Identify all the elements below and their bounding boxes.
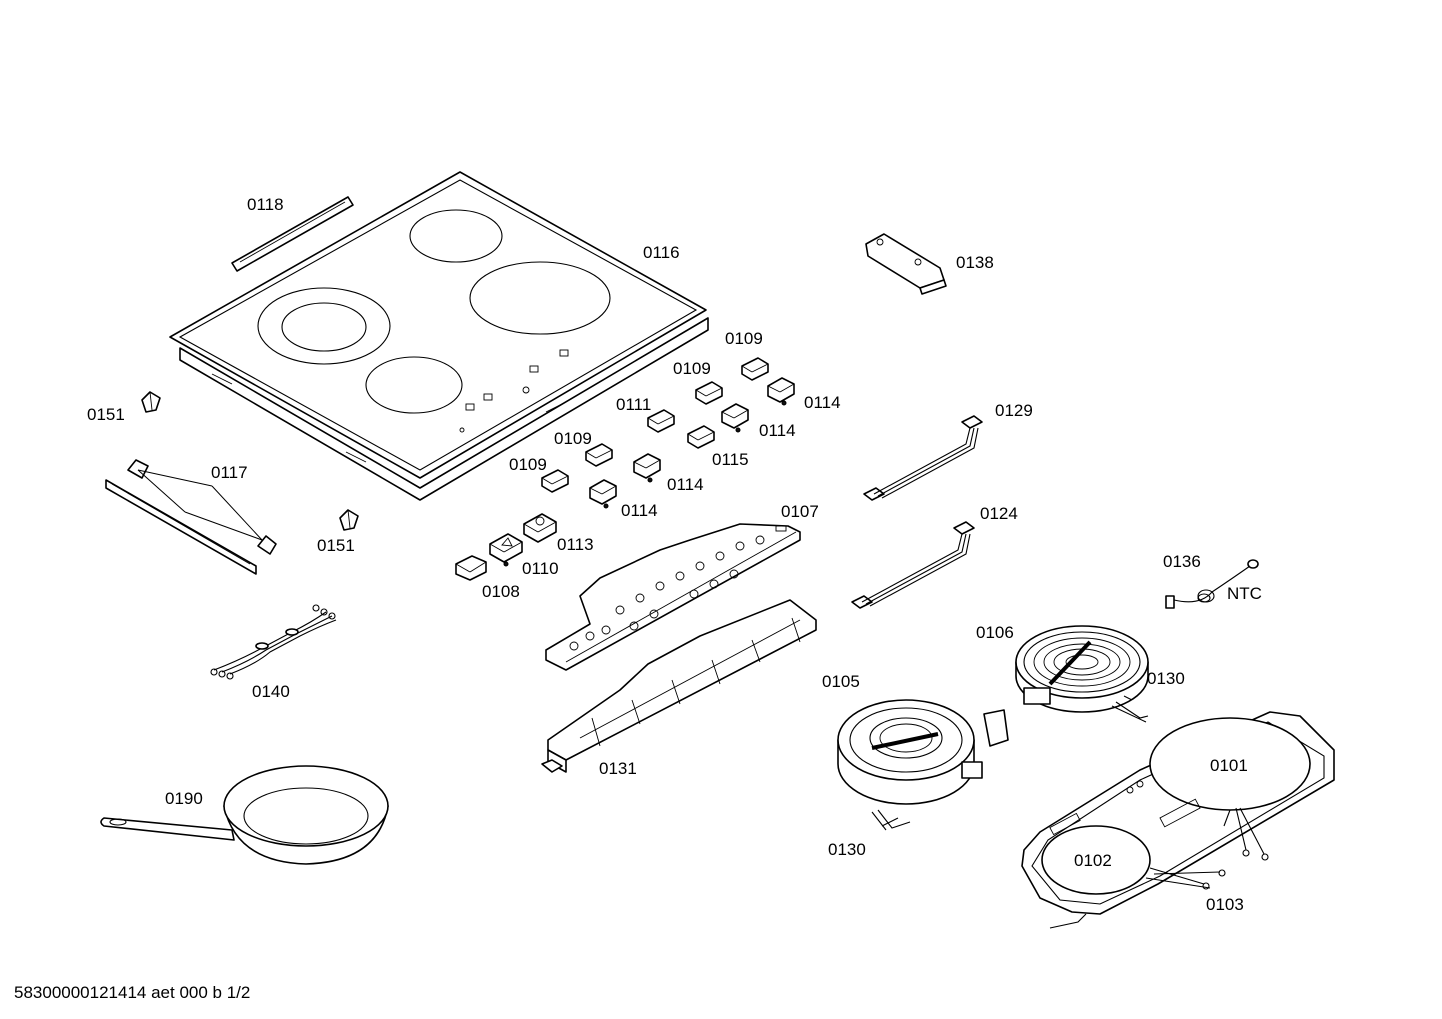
label-0103: 0103 [1206,895,1244,914]
label-0114: 0114 [804,393,841,412]
label-0136: 0136 [1163,552,1201,571]
part-0110-cap [489,533,523,567]
part-0115-cap [687,425,715,449]
part-0117-rail [105,459,277,575]
part-0111-cap [647,409,675,433]
part-0130-clip [1111,695,1149,723]
label-0118: 0118 [247,195,284,214]
part-0151-clip [141,391,161,413]
part-0109-cap [741,357,769,381]
label-0109: 0109 [509,455,547,474]
label-ntc: NTC [1227,584,1262,603]
label-0190: 0190 [165,789,203,808]
label-0116: 0116 [643,243,680,262]
label-0130: 0130 [828,840,866,859]
label-0130: 0130 [1147,669,1185,688]
part-0129-wire [863,415,983,501]
label-0105: 0105 [822,672,860,691]
label-0138: 0138 [956,253,994,272]
label-0115: 0115 [712,450,749,469]
label-0102: 0102 [1074,851,1112,870]
label-0131: 0131 [599,759,637,778]
label-0140: 0140 [252,682,290,701]
label-0151: 0151 [87,405,125,424]
part-0114-cap [721,403,749,433]
part-0101-base-tray [1021,711,1335,929]
label-0109: 0109 [673,359,711,378]
part-0114-cap [767,377,795,406]
label-0110: 0110 [522,559,559,578]
part-0140-cable [210,604,337,680]
label-0114: 0114 [621,501,658,520]
label-0109: 0109 [725,329,763,348]
part-0109-cap [541,469,569,493]
label-0124: 0124 [980,504,1018,523]
part-0151-clip [339,509,359,531]
part-0190-pan [100,765,389,865]
footer-document-id: 58300000121414 aet 000 b 1/2 [14,983,250,1002]
label-0111: 0111 [616,395,651,414]
label-0129: 0129 [995,401,1033,420]
part-0109-cap [585,443,613,467]
label-0109: 0109 [554,429,592,448]
part-0138-bracket [865,233,947,295]
label-0101: 0101 [1210,756,1248,775]
part-0131-housing [541,599,817,773]
part-0136-ntc-sensor [1165,559,1259,609]
part-0124-wire [851,521,975,609]
part-0130-clip [871,809,911,831]
label-0117: 0117 [211,463,248,482]
label-0114: 0114 [759,421,796,440]
part-0105-heating-element [837,699,1009,805]
part-0106-heating-element [1015,625,1149,713]
label-0106: 0106 [976,623,1014,642]
part-0113-cap [523,513,557,543]
label-0114: 0114 [667,475,704,494]
part-0109-cap [695,381,723,405]
part-0114-cap [589,479,617,509]
label-0107: 0107 [781,502,819,521]
label-0108: 0108 [482,582,520,601]
label-0151: 0151 [317,536,355,555]
part-0107-circuit-board [545,523,801,671]
part-0108-cap [455,555,487,581]
label-0113: 0113 [557,535,594,554]
part-0118-strip [231,196,354,272]
part-0116-cooktop [169,171,709,501]
part-0114-cap [633,453,661,483]
